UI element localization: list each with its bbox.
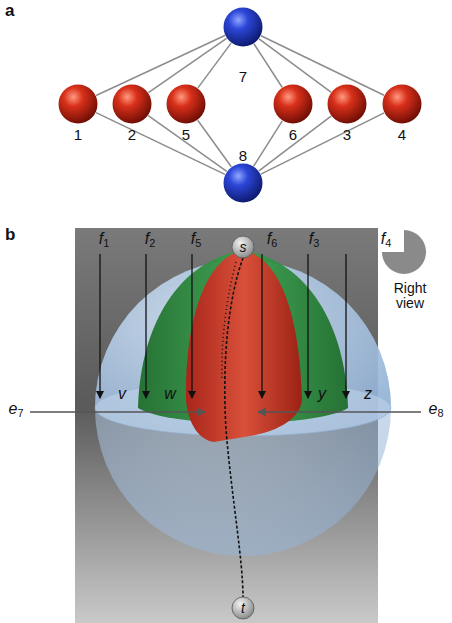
graph-edge bbox=[259, 116, 331, 171]
figure-label: f6 bbox=[267, 231, 278, 250]
graph-edge bbox=[261, 36, 384, 96]
vertex-number: 3 bbox=[343, 127, 351, 142]
graph-edge bbox=[261, 113, 384, 174]
vertex-number: 2 bbox=[128, 127, 136, 142]
graph-edge bbox=[198, 120, 232, 167]
graph-vertex: 1 bbox=[58, 84, 98, 124]
vertex-number: 4 bbox=[398, 127, 406, 142]
right-view-icon bbox=[382, 230, 426, 274]
vertex-ball bbox=[167, 85, 206, 124]
vertex-number: 5 bbox=[182, 127, 190, 142]
vertex-ball bbox=[274, 85, 313, 124]
figure-label: f2 bbox=[145, 231, 156, 250]
figure-label: f5 bbox=[191, 231, 202, 250]
panel-letter: b bbox=[5, 226, 15, 244]
figure-label: s bbox=[240, 240, 247, 255]
vertex-number: 1 bbox=[74, 127, 82, 142]
s-t-path bbox=[225, 258, 243, 597]
vertex-ball bbox=[273, 84, 313, 124]
graph-edge bbox=[254, 44, 282, 87]
figure-label: f1 bbox=[99, 231, 110, 250]
vertex-ball bbox=[328, 85, 367, 124]
graph-vertex: 2 bbox=[112, 84, 152, 124]
figure-label: v bbox=[118, 386, 126, 403]
face-arrows bbox=[100, 254, 346, 398]
figure-label: e7 bbox=[9, 401, 24, 420]
graph-edge bbox=[96, 35, 225, 95]
figure-label: f4 bbox=[381, 231, 392, 250]
figure-label: y bbox=[318, 386, 326, 403]
vertex-ball bbox=[224, 8, 263, 47]
figure-label: t bbox=[241, 601, 245, 616]
figure-label: f3 bbox=[309, 231, 320, 250]
vertex-number: 8 bbox=[239, 148, 247, 163]
graph-edge bbox=[259, 39, 331, 92]
dotted-path bbox=[222, 262, 236, 380]
figure-label: w bbox=[164, 386, 176, 403]
vertex-ball bbox=[327, 84, 367, 124]
vertex-ball bbox=[223, 163, 263, 203]
graph-edge bbox=[198, 43, 231, 88]
graph-vertex: 5 bbox=[166, 84, 206, 124]
panel-b-illustration bbox=[30, 228, 426, 623]
vertex-ball bbox=[223, 7, 263, 47]
figure-label: e8 bbox=[429, 401, 444, 420]
vertex-ball bbox=[383, 85, 422, 124]
graph-vertex: 7 bbox=[223, 7, 263, 47]
graph-vertex: 4 bbox=[382, 84, 422, 124]
vertex-ball bbox=[59, 85, 98, 124]
graph-vertex: 8 bbox=[223, 163, 263, 203]
vertex-ball bbox=[166, 84, 206, 124]
source-ball bbox=[232, 236, 254, 258]
graph-vertex: 3 bbox=[327, 84, 367, 124]
graph-vertex: 6 bbox=[273, 84, 313, 124]
vertex-ball bbox=[112, 84, 152, 124]
panel-letter: a bbox=[5, 2, 14, 20]
red-region bbox=[186, 250, 302, 442]
vertex-ball bbox=[58, 84, 98, 124]
figure-label: Right view bbox=[385, 281, 435, 310]
figure-label: z bbox=[364, 386, 372, 403]
vertex-ball bbox=[113, 85, 152, 124]
sink-ball bbox=[232, 597, 254, 619]
vertex-number: 7 bbox=[239, 69, 247, 84]
vertex-number: 6 bbox=[289, 127, 297, 142]
edge-arrows bbox=[30, 411, 421, 413]
vertex-ball bbox=[382, 84, 422, 124]
graph-edge bbox=[96, 113, 225, 175]
vertex-ball bbox=[224, 164, 263, 203]
graph-edge bbox=[254, 121, 283, 166]
